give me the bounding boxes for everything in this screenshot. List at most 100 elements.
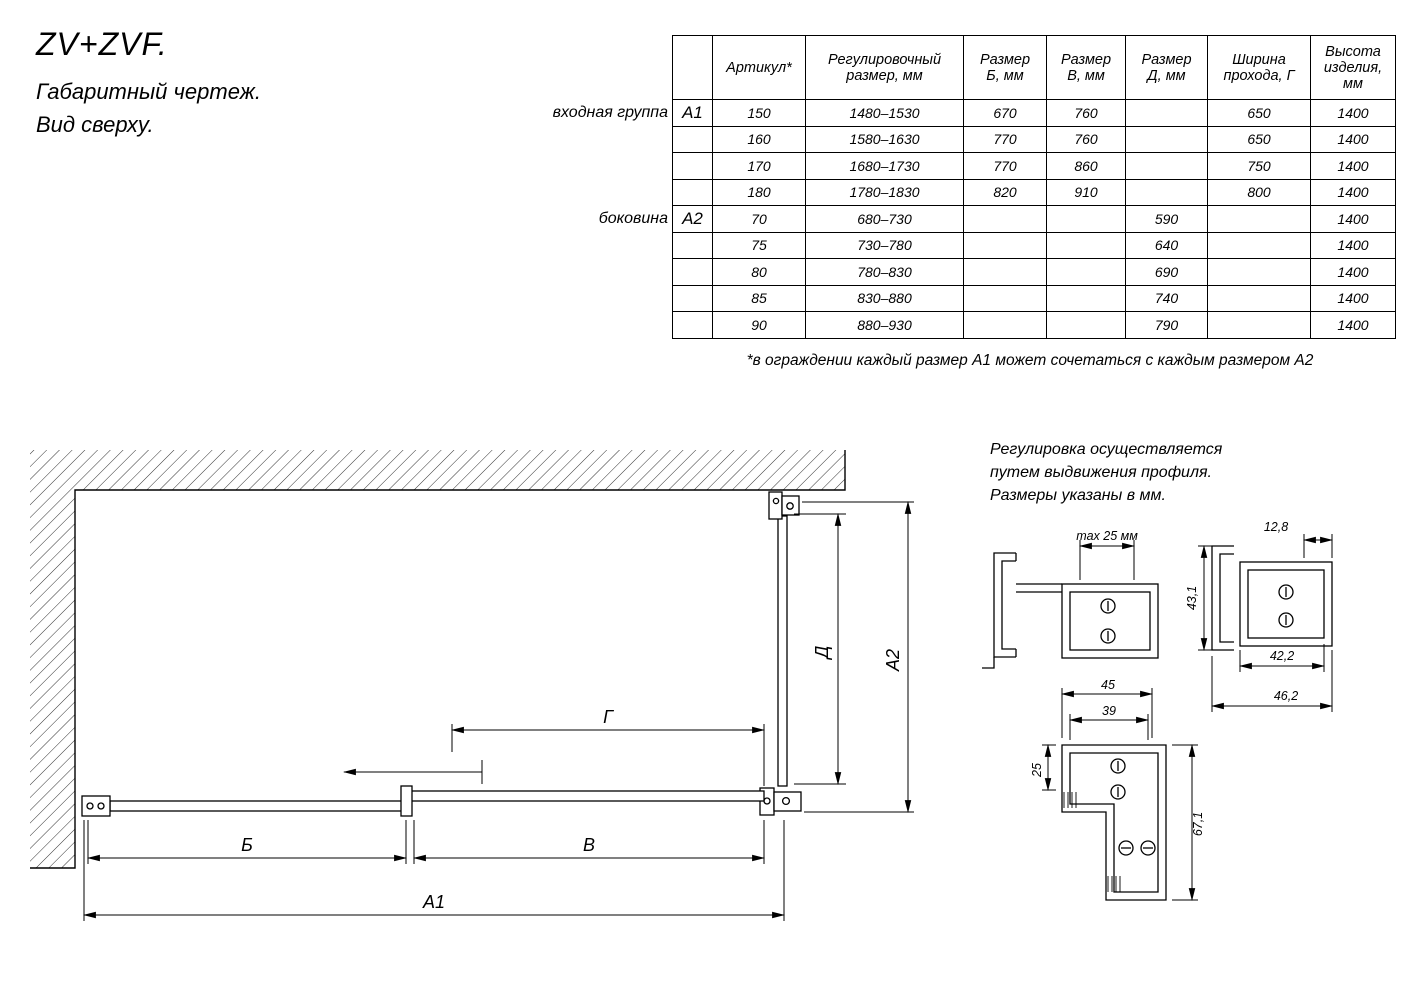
detail-wall-profile xyxy=(982,540,1159,669)
table-row: 160 1580–1630 770 760 650 1400 xyxy=(672,125,1396,153)
table-cell xyxy=(1207,231,1311,259)
table-cell: 670 xyxy=(963,99,1047,127)
table-cell: 1400 xyxy=(1310,284,1396,312)
table-cell: 1400 xyxy=(1310,311,1396,339)
table-cell: 790 xyxy=(1125,311,1208,339)
table-row: 180 1780–1830 820 910 800 1400 xyxy=(672,178,1396,206)
adjustment-note: Регулировка осуществляется путем выдвиже… xyxy=(990,438,1222,508)
table-cell: 640 xyxy=(1125,231,1208,259)
table-cell: 150 xyxy=(712,99,806,127)
screw-icon xyxy=(763,797,771,805)
wall-profile-left xyxy=(81,795,111,817)
table-cell xyxy=(1125,152,1208,180)
product-name: ZV+ZVF. xyxy=(36,26,168,62)
table-cell: 770 xyxy=(963,152,1047,180)
table-cell xyxy=(963,231,1047,259)
table-header-size-b: Размер Б, мм xyxy=(963,35,1047,100)
detail-corner-profile-bottom xyxy=(1042,688,1198,902)
view-name: Вид сверху. xyxy=(36,112,154,137)
dim-label-46-2: 46,2 xyxy=(1274,689,1298,703)
table-cell: 880–930 xyxy=(805,311,964,339)
table-cell xyxy=(1207,284,1311,312)
dim-label-b: Б xyxy=(241,835,253,855)
table-cell: 1400 xyxy=(1310,205,1396,233)
table-cell: 160 xyxy=(712,125,806,153)
table-row: 170 1680–1730 770 860 750 1400 xyxy=(672,152,1396,180)
note-line: Размеры указаны в мм. xyxy=(990,487,1166,505)
table-cell xyxy=(963,284,1047,312)
table-cell: 90 xyxy=(712,311,806,339)
table-header-code xyxy=(672,35,713,100)
table-header-adjust: Регулировочный размер, мм xyxy=(805,35,964,100)
table-cell xyxy=(1046,311,1126,339)
side-panel-top-profile xyxy=(768,491,783,520)
table-cell: 1680–1730 xyxy=(805,152,964,180)
dim-label-45: 45 xyxy=(1101,678,1115,692)
table-cell: 650 xyxy=(1207,125,1311,153)
table-row: 80 780–830 690 1400 xyxy=(672,258,1396,286)
dim-label-67-1: 67,1 xyxy=(1191,812,1205,836)
group-code-a2: А2 xyxy=(672,205,713,233)
table-cell: 750 xyxy=(1207,152,1311,180)
table-cell: 85 xyxy=(712,284,806,312)
table-header-row: Артикул* Регулировочный размер, мм Разме… xyxy=(672,35,1396,100)
screw-icon xyxy=(786,502,794,510)
group-code-empty xyxy=(672,311,713,339)
sliding-door-glass xyxy=(403,790,765,802)
table-cell: 180 xyxy=(712,178,806,206)
note-line: путем выдвижения профиля. xyxy=(990,464,1212,482)
dim-label-d: Д xyxy=(812,645,832,660)
table-cell xyxy=(1125,178,1208,206)
dim-label-g: Г xyxy=(603,707,614,727)
table-cell: 1400 xyxy=(1310,152,1396,180)
table-cell xyxy=(1046,205,1126,233)
door-stop-profile xyxy=(400,785,413,817)
table-cell xyxy=(1207,311,1311,339)
table-cell: 650 xyxy=(1207,99,1311,127)
table-cell xyxy=(1207,258,1311,286)
table-cell: 1580–1630 xyxy=(805,125,964,153)
table-cell xyxy=(963,311,1047,339)
table-row: А1 150 1480–1530 670 760 650 1400 xyxy=(672,99,1396,127)
table-row: 85 830–880 740 1400 xyxy=(672,284,1396,312)
table-cell: 760 xyxy=(1046,99,1126,127)
table-header-size-v: Размер В, мм xyxy=(1046,35,1126,100)
dim-label-39: 39 xyxy=(1102,704,1116,718)
table-cell: 170 xyxy=(712,152,806,180)
table-cell: 1400 xyxy=(1310,125,1396,153)
screw-icon xyxy=(86,802,94,810)
table-header-pass-width: Ширина прохода, Г xyxy=(1207,35,1311,100)
side-panel-glass xyxy=(777,515,788,787)
table-cell: 800 xyxy=(1207,178,1311,206)
screw-icon xyxy=(97,802,105,810)
group-code-empty xyxy=(672,152,713,180)
table-cell: 740 xyxy=(1125,284,1208,312)
table-footnote: *в ограждении каждый размер А1 может соч… xyxy=(746,352,1314,369)
table-cell: 820 xyxy=(963,178,1047,206)
table-cell: 860 xyxy=(1046,152,1126,180)
dim-label-12-8: 12,8 xyxy=(1264,520,1288,534)
table-cell: 760 xyxy=(1046,125,1126,153)
table-cell: 1480–1530 xyxy=(805,99,964,127)
dim-label-max25: max 25 мм xyxy=(1076,529,1138,543)
table-cell xyxy=(1125,125,1208,153)
detail-corner-profile-top xyxy=(1198,534,1334,712)
enclosure-outline xyxy=(81,491,802,817)
table-row: А2 70 680–730 590 1400 xyxy=(672,205,1396,233)
table-cell: 80 xyxy=(712,258,806,286)
table-header-height: Высота изделия, мм xyxy=(1310,35,1396,100)
dim-label-a1: А1 xyxy=(422,892,445,912)
group-code-empty xyxy=(672,178,713,206)
dim-label-25: 25 xyxy=(1030,763,1044,778)
note-line: Регулировка осуществляется xyxy=(990,441,1223,458)
wall-section xyxy=(30,450,846,869)
screw-icon xyxy=(781,796,791,806)
table-header-size-d: Размер Д, мм xyxy=(1125,35,1208,100)
table-cell: 1400 xyxy=(1310,178,1396,206)
dimension-lines xyxy=(82,500,914,921)
screw-icon xyxy=(772,497,780,505)
dim-label-43-1: 43,1 xyxy=(1185,586,1199,610)
group-label-entrance: входная группа xyxy=(552,104,668,121)
table-cell: 590 xyxy=(1125,205,1208,233)
